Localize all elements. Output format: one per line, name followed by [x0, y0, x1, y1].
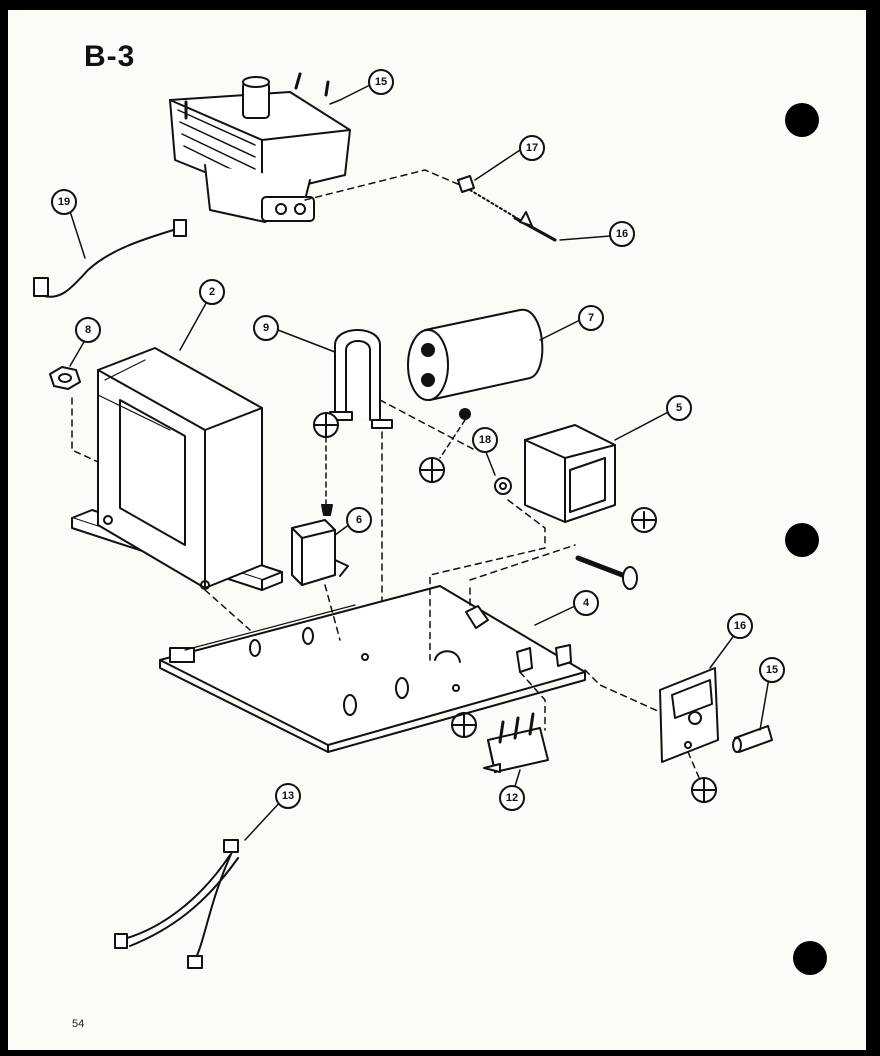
callout-label-11: 13 — [282, 790, 294, 802]
callout-17 — [519, 135, 545, 161]
callout-15 — [368, 69, 394, 95]
callout-label-7: 7 — [588, 312, 594, 324]
callout-13 — [759, 657, 785, 683]
thermistor-part — [457, 175, 557, 242]
callout-12 — [499, 785, 525, 811]
callout-label-13: 15 — [766, 664, 778, 676]
callout-18 — [472, 427, 498, 453]
callout-leaders — [67, 84, 771, 841]
callout-8 — [75, 317, 101, 343]
fuse-part — [732, 725, 773, 753]
wire-harness-part — [114, 839, 239, 969]
micro-switch-part — [483, 712, 549, 773]
callout-5 — [666, 395, 692, 421]
callout-label-12: 12 — [506, 792, 518, 804]
callout-6 — [346, 507, 372, 533]
capacitor-bracket-part — [329, 329, 393, 631]
section-label: B-3 — [84, 40, 136, 73]
assembly-guide-lines — [204, 169, 701, 781]
callout-9 — [253, 315, 279, 341]
callout-labels: 15 17 16 19 2 8 9 7 5 18 6 4 16 15 12 13 — [58, 76, 778, 804]
page-number: 54 — [72, 1018, 85, 1030]
callout-label-8: 8 — [85, 324, 91, 336]
punch-hole-top — [785, 103, 819, 137]
callout-14 — [727, 613, 753, 639]
callout-19 — [51, 189, 77, 215]
callout-label-2: 2 — [209, 286, 215, 298]
callout-label-4: 4 — [583, 597, 590, 609]
nut-part — [49, 366, 99, 463]
callout-label-9: 9 — [263, 322, 269, 334]
capacitor-part — [407, 308, 544, 401]
callout-7 — [578, 305, 604, 331]
callout-label-19: 19 — [58, 196, 70, 208]
callout-markers — [51, 69, 785, 811]
callout-label-18: 18 — [479, 434, 491, 446]
callout-label-16: 16 — [616, 228, 628, 240]
callout-label-6: 6 — [356, 514, 362, 526]
switch-bracket-part — [291, 519, 349, 586]
callout-label-5: 5 — [676, 402, 682, 414]
magnetron-part — [169, 72, 351, 223]
callout-4 — [573, 590, 599, 616]
lead-wire-part — [33, 219, 187, 298]
noise-filter-part — [524, 424, 616, 523]
fuse-holder-part — [659, 667, 719, 763]
long-screw-part — [575, 555, 638, 590]
callout-label-15: 15 — [375, 76, 387, 88]
callout-2 — [199, 279, 225, 305]
punch-hole-middle — [785, 523, 819, 557]
callout-label-17: 17 — [526, 142, 538, 154]
transformer-part — [71, 347, 283, 591]
base-plate-part — [159, 585, 586, 753]
callout-label-14: 16 — [734, 620, 746, 632]
callout-16 — [609, 221, 635, 247]
washer-part — [494, 477, 512, 495]
callout-11 — [275, 783, 301, 809]
punch-hole-bottom — [793, 941, 827, 975]
